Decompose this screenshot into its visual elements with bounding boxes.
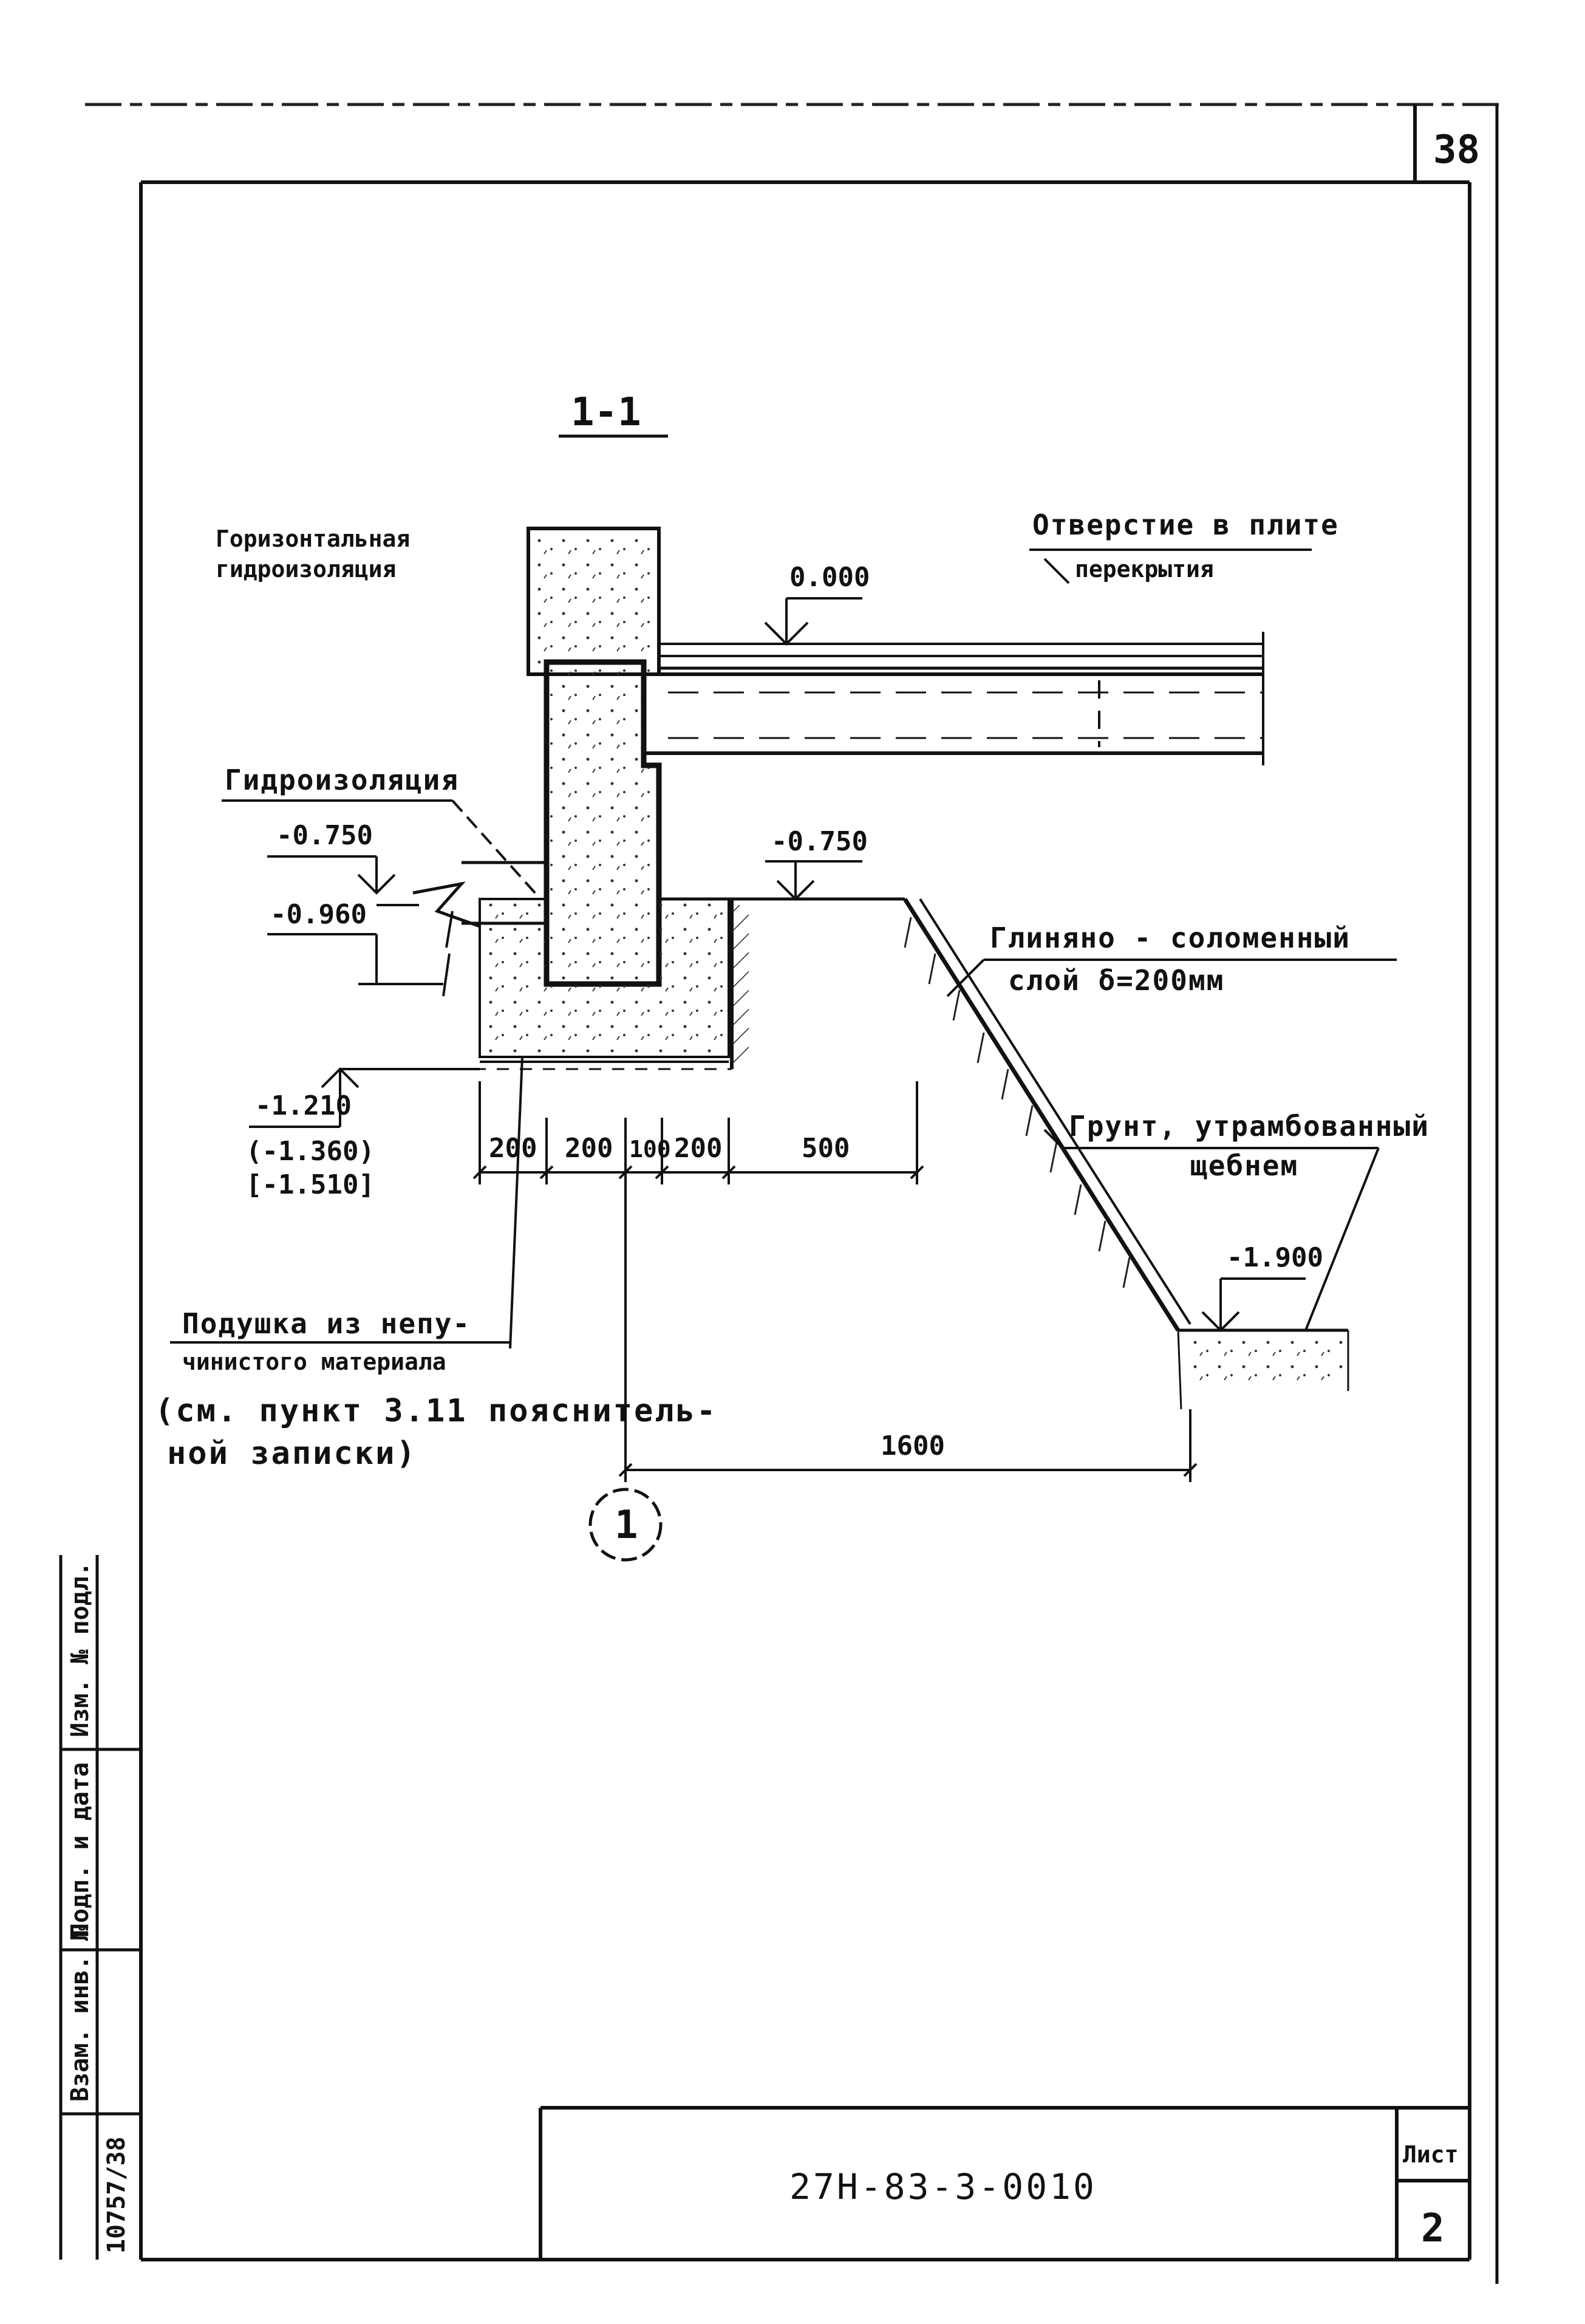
axis-marker: 1	[588, 1488, 663, 1562]
floor-slab	[642, 632, 1264, 765]
pit-bottom-fill	[1184, 1333, 1345, 1388]
title-block	[539, 2106, 1470, 2260]
pit-wall	[659, 897, 1349, 1410]
side-number: 10757/38	[103, 2136, 131, 2254]
label-cushion-1: Подушка из непу-	[182, 1307, 471, 1340]
elevation-right-upper-value: -0.750	[771, 826, 868, 857]
label-horizontal-insulation-2: гидроизоляция	[216, 556, 396, 583]
elevation-base-2: (-1.360)	[246, 1136, 375, 1167]
label-soil-1: Грунт, утрамбованный	[1069, 1110, 1430, 1143]
elevation-pit-bottom-value: -1.900	[1227, 1242, 1323, 1273]
slope-hatch	[904, 917, 1131, 1288]
elevation-top-value: 0.000	[789, 562, 870, 593]
annotation-waterproofing: Гидроизоляция	[222, 764, 542, 900]
dimension-d1: 200	[489, 1133, 537, 1164]
section-title: 1-1	[571, 390, 641, 435]
upper-wall	[527, 527, 661, 676]
foundation-wall	[544, 659, 662, 987]
dimension-d2: 200	[565, 1133, 613, 1164]
elevation-base-1: -1.210	[255, 1090, 352, 1121]
sheet-number: 2	[1421, 2206, 1445, 2251]
elevation-right-upper: -0.750	[765, 826, 868, 901]
label-soil-2: щебнем	[1190, 1149, 1298, 1182]
section-title-group: 1-1	[559, 390, 668, 438]
side-stamp-mid: Подп. и дата	[66, 1762, 94, 1938]
dimension-d6: 1600	[881, 1430, 945, 1461]
label-note-1: (см. пункт 3.11 пояснитель-	[155, 1393, 717, 1429]
dimension-chain	[472, 1081, 924, 1184]
label-clay-layer-2: слой δ=200мм	[1008, 964, 1224, 997]
page-number-box: 38	[1413, 104, 1480, 182]
dimension-d4: 200	[674, 1133, 722, 1164]
side-stamp-top: Изм. № подл.	[66, 1562, 94, 1737]
axis-marker-label: 1	[615, 1503, 638, 1548]
drawing-frame	[139, 104, 1499, 2284]
side-stamp	[59, 1555, 141, 2260]
label-opening-2: перекрытия	[1075, 556, 1214, 583]
elevation-top: 0.000	[764, 562, 870, 646]
grade-ticks	[377, 904, 454, 997]
dimension-d3: 100	[629, 1136, 671, 1163]
label-horizontal-insulation-1: Горизонтальная	[216, 525, 410, 552]
elevation-left-upper: -0.750	[267, 820, 396, 895]
page-number: 38	[1433, 128, 1480, 173]
label-cushion-2: чинистого материала	[182, 1348, 446, 1375]
elevation-left-upper-value: -0.750	[276, 820, 373, 851]
axis-line	[618, 1178, 1198, 1482]
annotation-cushion: Подушка из непу- чинистого материала (см…	[155, 1056, 717, 1472]
label-clay-layer-1: Глиняно - соломенный	[990, 921, 1351, 954]
annotation-clay-layer: Глиняно - соломенный слой δ=200мм	[946, 921, 1397, 997]
side-stamp-bottom: Взам. инв. №	[66, 1926, 94, 2102]
elevation-base: -1.210 (-1.360) [-1.510]	[246, 1067, 480, 1200]
waterproofing-step	[412, 861, 548, 928]
elevation-left-lower: -0.960	[267, 899, 443, 985]
annotation-horizontal-insulation: Горизонтальная гидроизоляция	[216, 525, 410, 583]
elevation-left-lower-value: -0.960	[270, 899, 367, 930]
elevation-pit-bottom: -1.900	[1201, 1242, 1323, 1332]
annotation-opening: Отверстие в плите перекрытия	[1029, 508, 1339, 584]
label-note-2: ной записки)	[167, 1435, 417, 1472]
elevation-base-3: [-1.510]	[246, 1169, 375, 1200]
label-waterproofing: Гидроизоляция	[225, 764, 459, 796]
dimension-d5: 500	[802, 1133, 850, 1164]
label-opening-1: Отверстие в плите	[1032, 508, 1339, 541]
document-code: 27Н-83-3-0010	[789, 2166, 1097, 2207]
annotation-soil: Грунт, утрамбованный щебнем	[1043, 1110, 1430, 1331]
sheet-label: Лист	[1403, 2141, 1459, 2168]
